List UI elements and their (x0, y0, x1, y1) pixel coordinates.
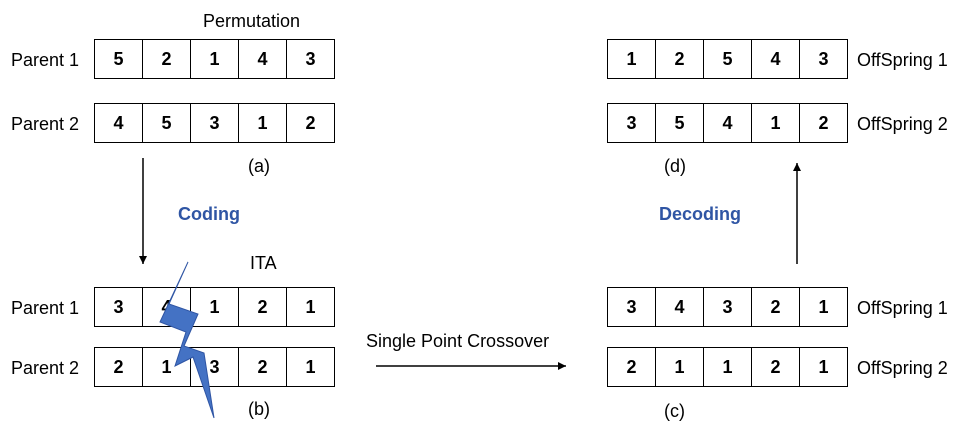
perm-parent2-label: Parent 2 (11, 114, 80, 134)
gene-cell: 4 (656, 288, 704, 326)
crossover-label: Single Point Crossover (366, 331, 550, 351)
gene-cell: 3 (818, 48, 829, 69)
gene-cell: 1 (191, 40, 239, 78)
dec-offspring2-label: OffSpring 2 (857, 114, 948, 134)
gene-cell: 4 (95, 104, 143, 142)
ita-title: ITA (250, 253, 277, 273)
gene-cell: 1 (305, 356, 316, 377)
cx-offspring1-label: OffSpring 1 (857, 298, 948, 318)
ita-parent1-chromosome: 3 4 1 2 1 (94, 287, 335, 327)
perm-parent1-label: Parent 1 (11, 50, 80, 70)
gene-cell: 1 (143, 348, 191, 386)
panel-a-label: (a) (248, 156, 270, 176)
gene-cell: 3 (305, 48, 316, 69)
panel-d-label: (d) (664, 156, 686, 176)
gene-cell: 1 (818, 296, 829, 317)
coding-label: Coding (178, 204, 240, 224)
gene-cell: 1 (191, 288, 239, 326)
gene-cell: 4 (143, 288, 191, 326)
cx-offspring1-chromosome: 3 4 3 2 1 (607, 287, 848, 327)
gene-cell: 3 (191, 348, 239, 386)
panel-b-label: (b) (248, 399, 270, 419)
gene-cell: 3 (191, 104, 239, 142)
gene-cell: 1 (656, 348, 704, 386)
dec-offspring2-chromosome: 3 5 4 1 2 (607, 103, 848, 143)
gene-cell: 2 (95, 348, 143, 386)
cx-offspring2-chromosome: 2 1 1 2 1 (607, 347, 848, 387)
ita-parent1-label: Parent 1 (11, 298, 80, 318)
gene-cell: 2 (239, 288, 287, 326)
gene-cell: 1 (752, 104, 800, 142)
gene-cell: 4 (752, 40, 800, 78)
cx-offspring2-label: OffSpring 2 (857, 358, 948, 378)
gene-cell: 1 (239, 104, 287, 142)
gene-cell: 2 (752, 288, 800, 326)
gene-cell: 1 (608, 40, 656, 78)
gene-cell: 1 (704, 348, 752, 386)
gene-cell: 3 (95, 288, 143, 326)
gene-cell: 5 (656, 104, 704, 142)
gene-cell: 3 (704, 288, 752, 326)
gene-cell: 2 (608, 348, 656, 386)
panel-c-label: (c) (664, 401, 685, 421)
gene-cell: 2 (239, 348, 287, 386)
gene-cell: 4 (704, 104, 752, 142)
ita-parent2-chromosome: 2 1 3 2 1 (94, 347, 335, 387)
gene-cell: 5 (704, 40, 752, 78)
gene-cell: 2 (656, 40, 704, 78)
gene-cell: 3 (608, 104, 656, 142)
dec-offspring1-chromosome: 1 2 5 4 3 (607, 39, 848, 79)
decoding-label: Decoding (659, 204, 742, 224)
gene-cell: 3 (608, 288, 656, 326)
perm-parent1-chromosome: 5 2 1 4 3 (94, 39, 335, 79)
gene-cell: 2 (752, 348, 800, 386)
gene-cell: 4 (239, 40, 287, 78)
gene-cell: 5 (143, 104, 191, 142)
ita-parent2-label: Parent 2 (11, 358, 80, 378)
gene-cell: 5 (95, 40, 143, 78)
gene-cell: 2 (143, 40, 191, 78)
permutation-title: Permutation (203, 11, 301, 31)
perm-parent2-chromosome: 4 5 3 1 2 (94, 103, 335, 143)
dec-offspring1-label: OffSpring 1 (857, 50, 948, 70)
gene-cell: 1 (818, 356, 829, 377)
gene-cell: 2 (818, 112, 829, 133)
gene-cell: 1 (305, 296, 316, 317)
crossover-point-lightning-icon (159, 261, 215, 419)
gene-cell: 2 (305, 112, 316, 133)
